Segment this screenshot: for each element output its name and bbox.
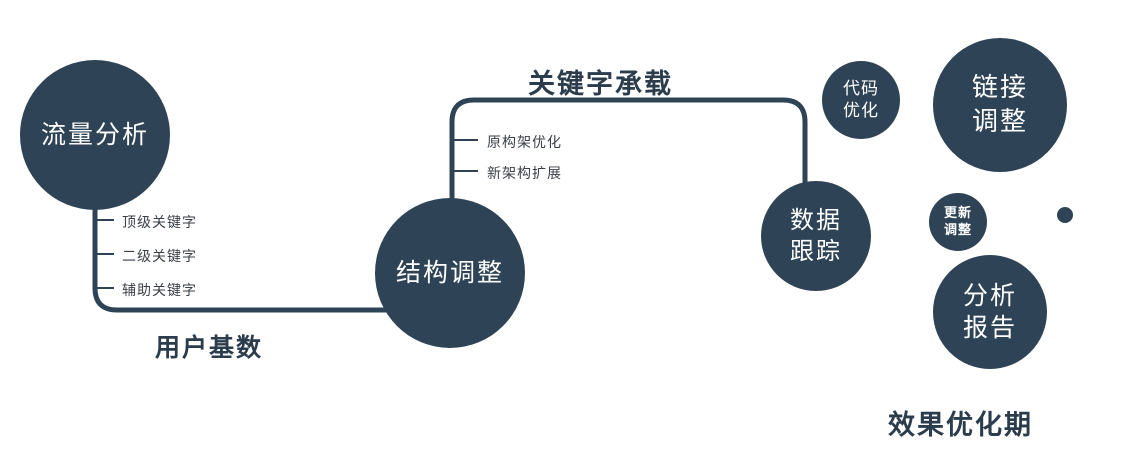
edge-label-user-base: 用户基数	[155, 334, 264, 362]
branch-auxiliary-keywords: 辅助关键字	[122, 282, 197, 298]
node-analysis-report: 分析 报告	[933, 255, 1047, 369]
node-update-adjustment-line2: 调整	[943, 222, 972, 237]
node-code-optimization-line1: 代码	[843, 78, 879, 98]
branch-top-level-keywords: 顶级关键字	[122, 214, 197, 230]
node-update-adjustment-line1: 更新	[943, 205, 972, 221]
node-update-adjustment: 更新 调整	[929, 193, 987, 251]
node-structure-adjustment-label: 结构调整	[395, 258, 504, 287]
node-data-tracking-line1: 数据	[790, 206, 842, 234]
node-link-adjustment-line1: 链接	[971, 72, 1028, 103]
branch-original-architecture-optimization: 原构架优化	[487, 134, 562, 150]
edge-label-keyword-bearing: 关键字承载	[528, 69, 673, 99]
node-link-adjustment: 链接 调整	[933, 38, 1067, 172]
node-analysis-report-line1: 分析	[962, 281, 1017, 310]
node-structure-adjustment: 结构调整	[375, 198, 525, 348]
node-traffic-analysis: 流量分析	[20, 60, 170, 210]
node-link-adjustment-line2: 调整	[971, 106, 1028, 136]
node-data-tracking: 数据 跟踪	[761, 181, 871, 291]
footer-phase-label: 效果优化期	[888, 410, 1033, 440]
node-analysis-report-line2: 报告	[962, 314, 1017, 342]
node-data-tracking-line2: 跟踪	[790, 238, 842, 265]
node-code-optimization: 代码 优化	[822, 61, 900, 139]
branch-second-level-keywords: 二级关键字	[122, 248, 197, 264]
connector-keyword-bearing	[449, 97, 808, 200]
branch-new-architecture-expansion: 新架构扩展	[487, 165, 562, 181]
node-traffic-analysis-label: 流量分析	[40, 120, 149, 149]
node-code-optimization-line2: 优化	[843, 101, 879, 120]
bullet-dot	[1057, 207, 1073, 223]
